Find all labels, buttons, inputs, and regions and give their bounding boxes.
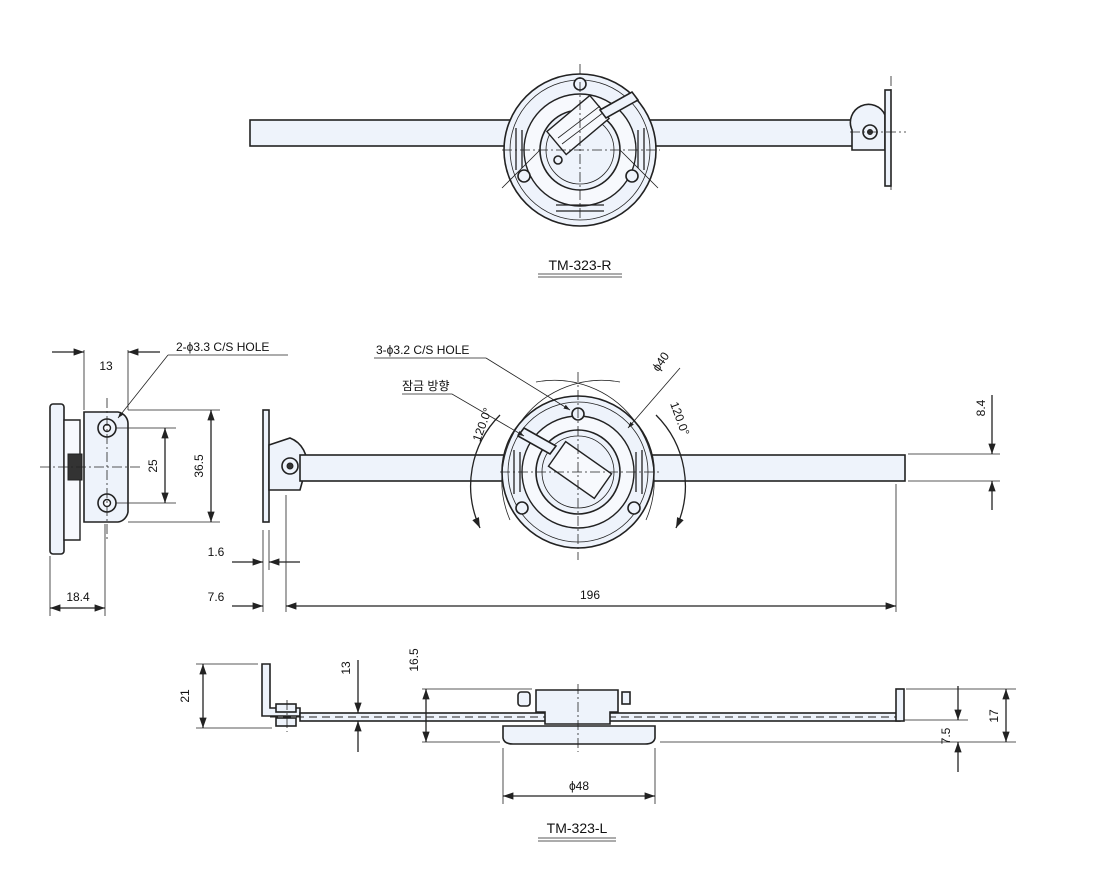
left-end-view: 13 2-ϕ3.3 C/S HOLE 25 36.5 18.4 [40, 340, 288, 616]
dim-phi40: ϕ40 [649, 349, 672, 374]
front-view: 3-ϕ3.2 C/S HOLE 잠금 방향 ϕ40 120.0° 120.0° … [208, 343, 1000, 612]
caption-tm-323-r: TM-323-R [548, 257, 611, 273]
dim-angle-right: 120.0° [667, 400, 692, 438]
dim-13: 13 [99, 359, 113, 373]
dim-196: 196 [580, 588, 600, 602]
dim-17: 17 [987, 709, 1001, 723]
dim-7-5: 7.5 [939, 727, 953, 744]
dim-25: 25 [146, 459, 160, 473]
dim-13-side: 13 [339, 661, 353, 675]
front-flange [262, 409, 270, 523]
dim-1-6: 1.6 [208, 545, 225, 559]
dim-16-5: 16.5 [407, 648, 421, 672]
note-hole-side: 2-ϕ3.3 C/S HOLE [176, 340, 269, 354]
dim-36-5: 36.5 [192, 454, 206, 478]
note-lock-direction: 잠금 방향 [402, 379, 450, 393]
left-flange [49, 403, 65, 555]
top-view-tm-323-r: TM-323-R [249, 64, 906, 278]
dim-7-6: 7.6 [208, 590, 225, 604]
side-housing [535, 689, 619, 725]
caption-tm-323-l: TM-323-L [547, 820, 608, 836]
top-end-bracket [849, 76, 906, 190]
side-view-tm-323-l: 21 13 16.5 7.5 17 ϕ48 TM-323-L [178, 648, 1016, 842]
dim-21: 21 [178, 689, 192, 703]
dim-18-4: 18.4 [66, 590, 90, 604]
note-hole-front: 3-ϕ3.2 C/S HOLE [376, 343, 469, 357]
dim-phi48: ϕ48 [569, 779, 589, 793]
top-rotary-base [501, 64, 660, 227]
side-base-disc [502, 725, 656, 745]
dim-8-4: 8.4 [974, 399, 988, 416]
front-rotary-base [470, 372, 686, 560]
